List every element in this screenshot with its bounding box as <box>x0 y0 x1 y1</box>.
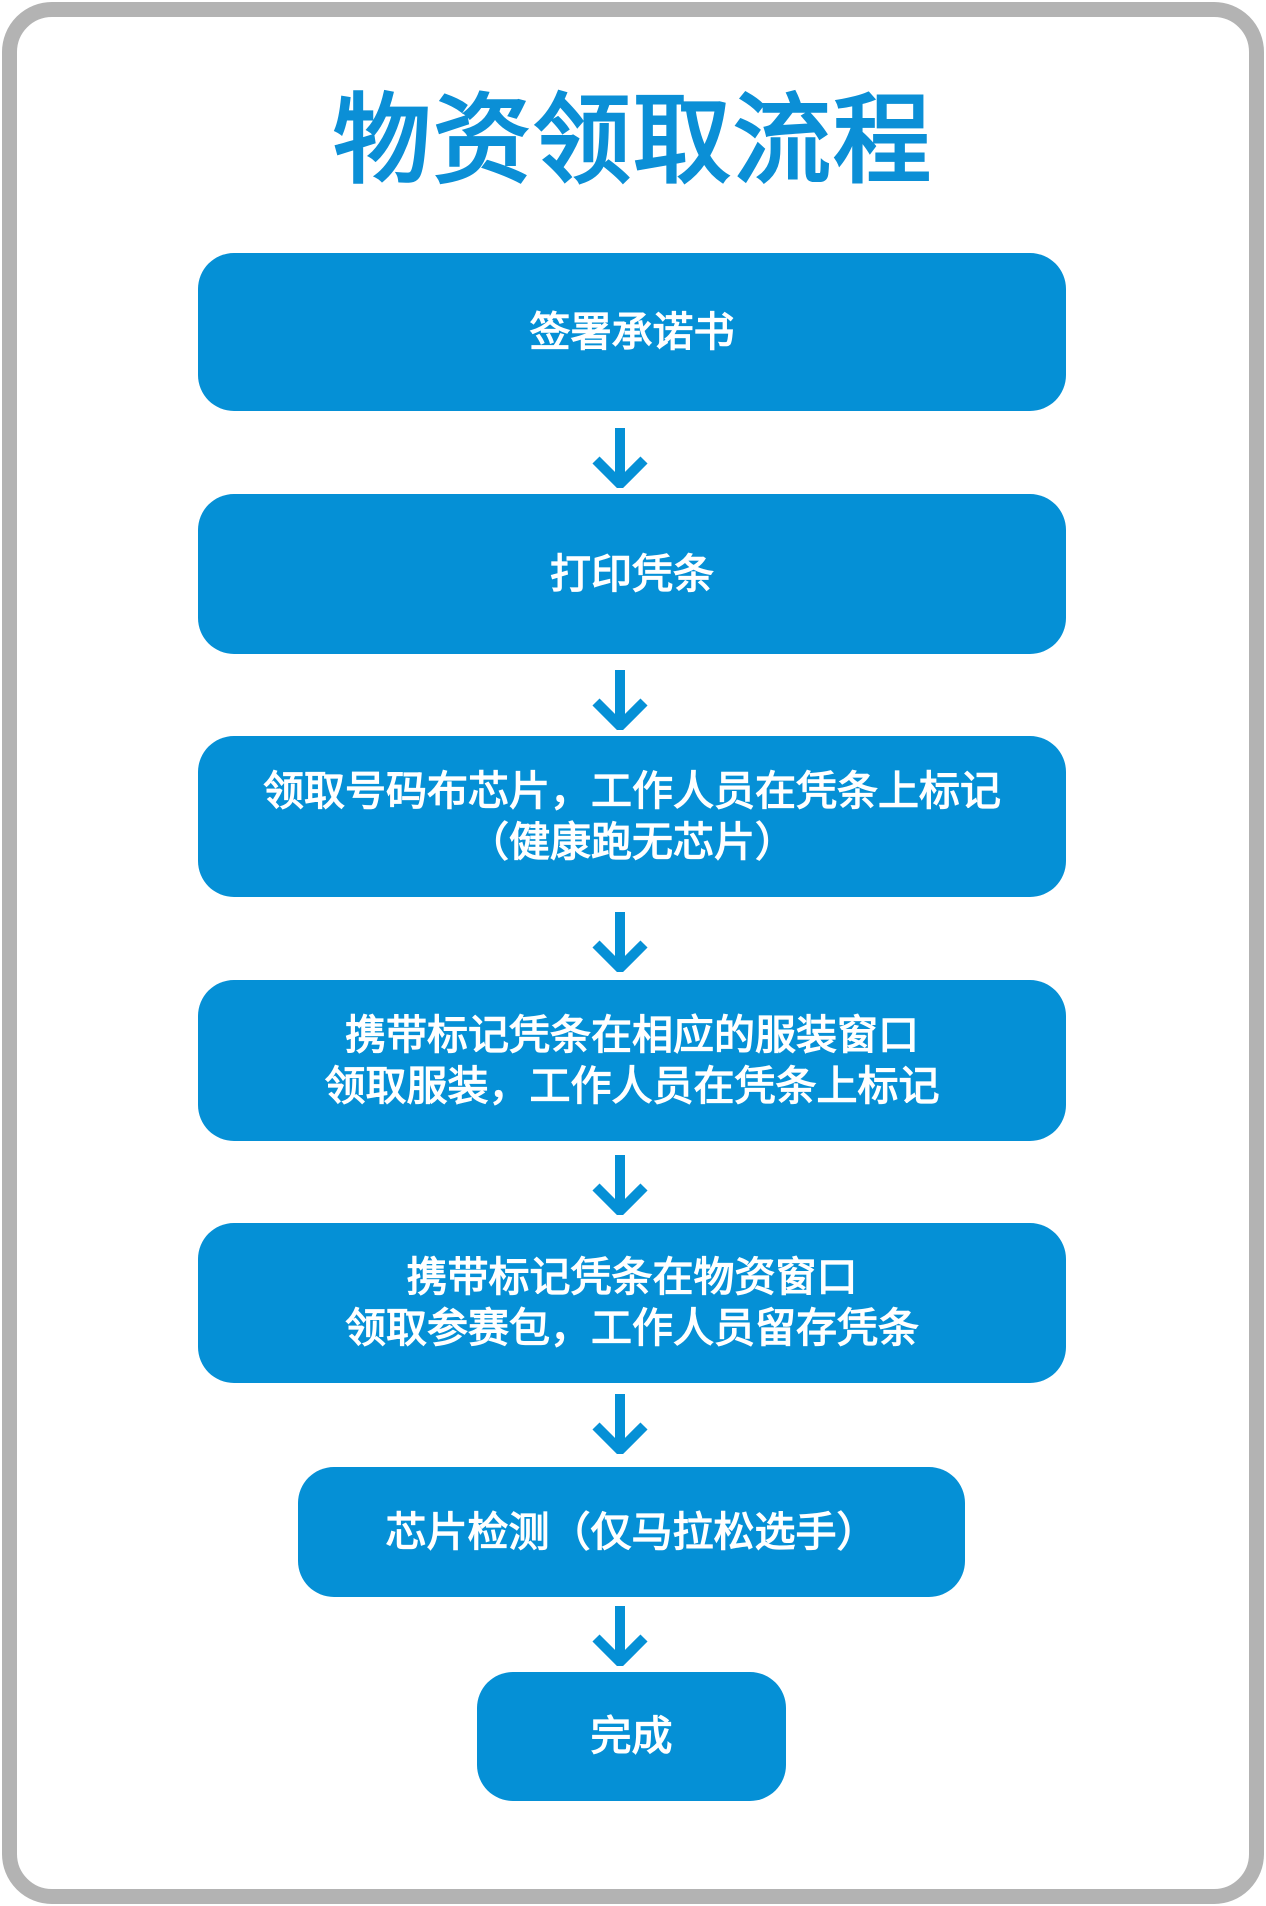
arrow-down-icon <box>592 912 648 972</box>
page-title: 物资领取流程 <box>332 84 933 198</box>
step-text-line1: 领取号码布芯片，工作人员在凭条上标记 <box>263 766 1001 815</box>
arrow-down-icon <box>592 1606 648 1666</box>
step-print-slip: 打印凭条 <box>198 494 1066 654</box>
step-text: 芯片检测（仅马拉松选手） <box>385 1507 878 1556</box>
step-text-line2: 领取参赛包，工作人员留存凭条 <box>345 1304 919 1352</box>
arrow-down-icon <box>592 1155 648 1215</box>
step-text-line2: 领取服装，工作人员在凭条上标记 <box>324 1061 940 1110</box>
step-text: 签署承诺书 <box>529 307 735 356</box>
step-text: 打印凭条 <box>550 549 714 598</box>
arrow-down-icon <box>592 428 648 488</box>
step-collect-race-pack: 携带标记凭条在物资窗口 领取参赛包，工作人员留存凭条 <box>198 1223 1066 1383</box>
step-collect-clothing: 携带标记凭条在相应的服装窗口 领取服装，工作人员在凭条上标记 <box>198 980 1066 1141</box>
step-text-line2: （健康跑无芯片） <box>468 817 796 866</box>
step-chip-test: 芯片检测（仅马拉松选手） <box>298 1467 965 1597</box>
arrow-down-icon <box>592 1394 648 1454</box>
step-text: 完成 <box>590 1712 673 1760</box>
step-complete: 完成 <box>477 1672 786 1801</box>
arrow-down-icon <box>592 670 648 730</box>
step-text-line1: 携带标记凭条在物资窗口 <box>406 1253 858 1301</box>
step-sign-commitment: 签署承诺书 <box>198 253 1066 411</box>
step-collect-bib-chip: 领取号码布芯片，工作人员在凭条上标记 （健康跑无芯片） <box>198 736 1066 897</box>
step-text-line1: 携带标记凭条在相应的服装窗口 <box>345 1010 919 1059</box>
